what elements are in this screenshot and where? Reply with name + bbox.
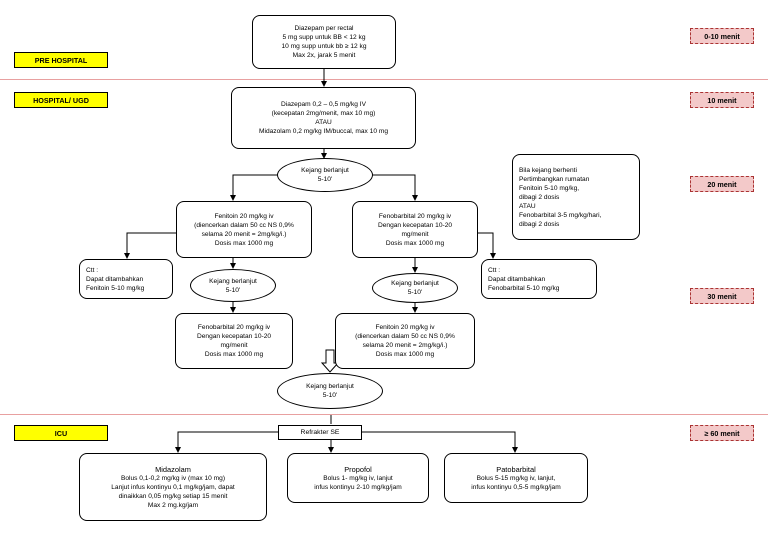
phase-label-hospital: HOSPITAL/ UGD <box>14 92 108 108</box>
box-line: Dengan kecepatan 10-20 <box>196 333 272 340</box>
box-line: ATAU <box>519 202 536 210</box>
maintenance-note-box: Bila kejang berhenti Pertimbangkan rumat… <box>512 154 640 240</box>
box-line: Dapat ditambahkan <box>488 275 546 283</box>
box-line: Pertimbangkan rumatan <box>519 175 590 183</box>
box-line: Lanjut infus kontinyu 0,1 mg/kg/jam, dap… <box>111 483 235 491</box>
refrakter-se-box: Refrakter SE <box>278 425 362 440</box>
box-line: (diencerkan dalam 50 cc NS 0,9% <box>194 221 294 229</box>
propofol-box: Propofol Bolus 1- mg/kg iv, lanjut infus… <box>287 453 429 503</box>
diazepam-rectal-box: Diazepam per rectal 5 mg supp untuk BB <… <box>252 15 396 69</box>
box-line: Diazepam 0,2 – 0,5 mg/kg IV <box>280 101 367 108</box>
box-line: Bolus 1- mg/kg iv, lanjut <box>323 474 393 482</box>
box-line: Fenitoin 20 mg/kg iv <box>375 324 435 331</box>
box-line: Patobarbital <box>496 464 536 474</box>
box-line: Fenitoin 5-10 mg/kg <box>86 284 145 292</box>
time-label-10: 10 menit <box>690 92 754 108</box>
fenobarbital-right-box: Fenobarbital 20 mg/kg iv Dengan kecepata… <box>352 201 478 258</box>
fenitoin-left-box: Fenitoin 20 mg/kg iv (diencerkan dalam 5… <box>176 201 312 258</box>
diazepam-iv-box: Diazepam 0,2 – 0,5 mg/kg IV (kecepatan 2… <box>231 87 416 149</box>
box-line: Fenitoin 20 mg/kg iv <box>214 212 274 220</box>
fenobarbital-left-box: Fenobarbital 20 mg/kg iv Dengan kecepata… <box>175 313 293 369</box>
box-line: 10 mg supp untuk bb ≥ 12 kg <box>281 43 367 50</box>
time-label-20: 20 menit <box>690 176 754 192</box>
box-line: infus kontinyu 2-10 mg/kg/jam <box>314 483 402 491</box>
box-line: Max 2 mg.kg/jam <box>147 501 199 509</box>
box-line: Dengan kecepatan 10-20 <box>377 221 453 229</box>
divider-icu <box>0 414 768 415</box>
box-line: Fenobarbital 3-5 mg/kg/hari, <box>519 211 602 219</box>
box-line: Midazolam 0,2 mg/kg IM/buccal, max 10 mg <box>259 128 388 135</box>
box-line: ATAU <box>315 119 332 126</box>
kejang-oval-2: Kejang berlanjut 5-10' <box>190 269 276 302</box>
box-line: Fenobarbital 20 mg/kg iv <box>197 324 271 331</box>
box-line: Fenitoin 5-10 mg/kg, <box>519 184 580 192</box>
box-line: selama 20 menit = 2mg/kg/i.) <box>362 342 448 349</box>
phase-label-icu: ICU <box>14 425 108 441</box>
ctt-left-box: Ctt : Dapat ditambahkan Fenitoin 5-10 mg… <box>79 259 173 299</box>
box-line: Dosis max 1000 mg <box>385 239 445 247</box>
box-line: infus kontinyu 0,5-5 mg/kg/jam <box>471 483 561 491</box>
box-line: dibagi 2 dosis <box>519 220 560 228</box>
fenitoin-right-box: Fenitoin 20 mg/kg iv (diencerkan dalam 5… <box>335 313 475 369</box>
box-line: Ctt : <box>86 266 99 274</box>
box-line: Diazepam per rectal <box>294 25 354 32</box>
oval-line: 5-10' <box>225 286 241 294</box>
time-label-60: ≥ 60 menit <box>690 425 754 441</box>
oval-line: Kejang berlanjut <box>306 383 354 390</box>
box-line: mg/menit <box>401 230 429 238</box>
ctt-right-box: Ctt : Dapat ditambahkan Fenobarbital 5-1… <box>481 259 597 299</box>
box-line: selama 20 menit = 2mg/kg/i.) <box>201 230 287 238</box>
box-line: mg/menit <box>220 342 248 349</box>
time-label-30: 30 menit <box>690 288 754 304</box>
oval-line: Kejang berlanjut <box>391 280 439 287</box>
box-line: Max 2x, jarak 5 menit <box>292 52 356 59</box>
box-line: 5 mg supp untuk BB < 12 kg <box>282 34 366 41</box>
midazolam-box: Midazolam Bolus 0,1-0,2 mg/kg iv (max 10… <box>79 453 267 521</box>
box-line: Midazolam <box>155 464 191 474</box>
box-line: dinaikkan 0,05 mg/kg setiap 15 menit <box>118 492 228 500</box>
box-line: (diencerkan dalam 50 cc NS 0,9% <box>355 333 455 340</box>
phase-label-prehospital: PRE HOSPITAL <box>14 52 108 68</box>
divider-prehospital <box>0 79 768 80</box>
box-line: (kecepatan 2mg/menit, max 10 mg) <box>271 110 376 117</box>
box-line: Fenobarbital 5-10 mg/kg <box>488 284 560 292</box>
box-line: Fenobarbital 20 mg/kg iv <box>378 212 452 220</box>
kejang-oval-1: Kejang berlanjut 5-10' <box>277 158 373 192</box>
kejang-oval-4: Kejang berlanjut 5-10' <box>277 373 383 409</box>
kejang-oval-3: Kejang berlanjut 5-10' <box>372 273 458 303</box>
oval-line: 5-10' <box>322 392 338 399</box>
box-line: Bolus 0,1-0,2 mg/kg iv (max 10 mg) <box>120 474 226 482</box>
box-line: Dosis max 1000 mg <box>214 239 274 247</box>
oval-line: 5-10' <box>317 176 333 183</box>
box-line: Dosis max 1000 mg <box>375 351 435 358</box>
time-label-0-10: 0-10 menit <box>690 28 754 44</box>
oval-line: Kejang berlanjut <box>209 277 257 285</box>
oval-line: 5-10' <box>407 289 423 296</box>
box-line: Ctt : <box>488 266 501 274</box>
box-line: dibagi 2 dosis <box>519 193 560 201</box>
box-line: Dosis max 1000 mg <box>204 351 264 358</box>
box-line: Dapat ditambahkan <box>86 275 144 283</box>
box-line: Propofol <box>344 464 372 474</box>
box-line: Bolus 5-15 mg/kg iv, lanjut, <box>476 474 556 482</box>
oval-line: Kejang berlanjut <box>301 167 349 174</box>
box-line: Bila kejang berhenti <box>519 166 577 174</box>
pentobarbital-box: Patobarbital Bolus 5-15 mg/kg iv, lanjut… <box>444 453 588 503</box>
